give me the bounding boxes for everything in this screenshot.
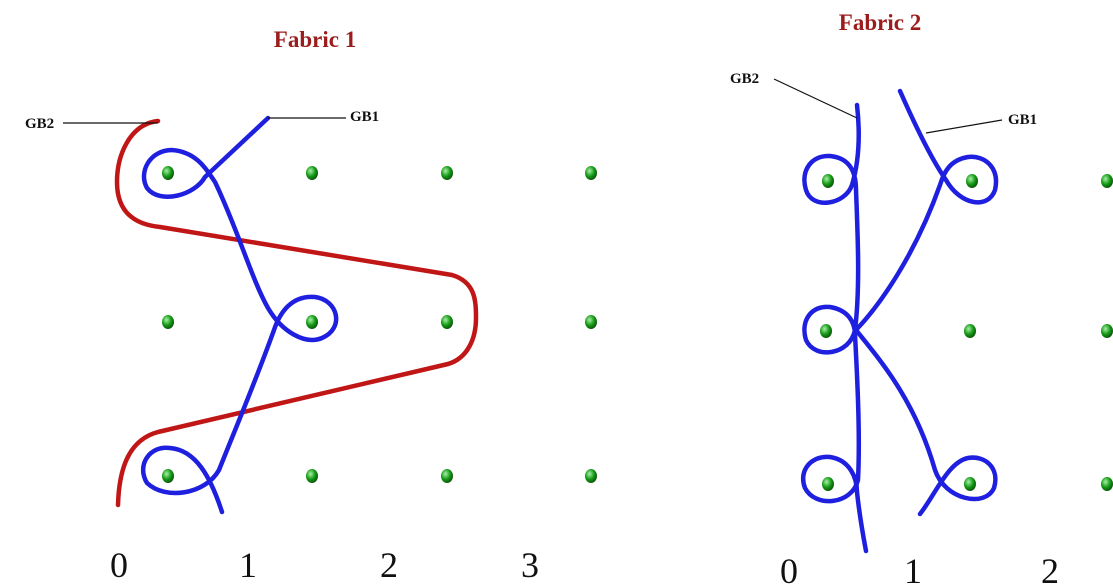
needle-point <box>162 166 174 180</box>
fabric-1-needle-points <box>162 166 597 483</box>
column-label-3: 3 <box>521 545 539 585</box>
gb1-label: GB1 <box>1008 112 1037 128</box>
needle-point <box>1101 324 1113 338</box>
fabric-2-panel: Fabric 2 GB2 GB1 0 1 2 <box>730 10 1113 587</box>
needle-point <box>1101 174 1113 188</box>
needle-point <box>822 477 834 491</box>
needle-point <box>585 315 597 329</box>
needle-point <box>964 477 976 491</box>
fabric-2-title: Fabric 2 <box>839 10 921 35</box>
gb2-label: GB2 <box>25 116 54 132</box>
needle-point <box>966 174 978 188</box>
gb1-leader-line <box>925 119 1003 134</box>
needle-point <box>441 469 453 483</box>
gb2-label: GB2 <box>730 71 759 87</box>
needle-point <box>441 315 453 329</box>
gb2-lapping-thread <box>114 118 479 508</box>
needle-point <box>1101 477 1113 491</box>
column-label-2: 2 <box>380 545 398 585</box>
gb1-label: GB1 <box>350 109 379 125</box>
fabric-1-title: Fabric 1 <box>274 27 356 52</box>
needle-point <box>162 469 174 483</box>
needle-point <box>306 166 318 180</box>
needle-point <box>964 324 976 338</box>
fabric-1-panel: Fabric 1 GB2 GB1 0 1 <box>25 27 597 585</box>
gb1-lapping-thread <box>853 88 999 517</box>
needle-point <box>441 166 453 180</box>
column-label-2: 2 <box>1041 551 1059 587</box>
column-label-1: 1 <box>904 551 922 587</box>
needle-point <box>822 174 834 188</box>
needle-point <box>585 469 597 483</box>
gb2-lapping-thread <box>801 102 869 554</box>
fabric-2-needle-points <box>820 174 1113 491</box>
needle-point <box>162 315 174 329</box>
needle-point <box>306 315 318 329</box>
gb2-leader-line <box>773 78 858 119</box>
needle-point <box>820 324 832 338</box>
needle-point <box>585 166 597 180</box>
needle-point <box>306 469 318 483</box>
column-label-0: 0 <box>780 551 798 587</box>
column-label-1: 1 <box>239 545 257 585</box>
gb1-lapping-thread <box>140 115 339 515</box>
column-label-0: 0 <box>110 545 128 585</box>
